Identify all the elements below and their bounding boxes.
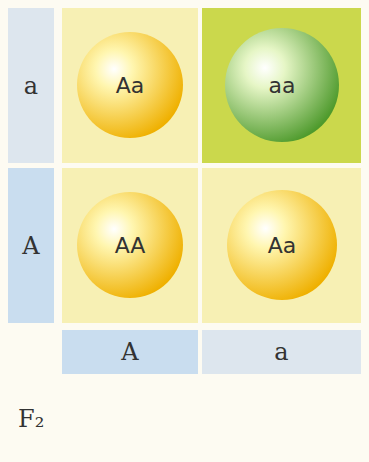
allele-header: a [202, 330, 361, 374]
sphere-fill [227, 190, 337, 300]
genotype-sphere: Aa [76, 31, 184, 139]
allele-header: A [62, 330, 198, 374]
sphere-fill [77, 32, 183, 138]
genotype-sphere: AA [76, 191, 184, 299]
genotype-text: aa [269, 73, 296, 98]
allele-text: A [121, 338, 138, 366]
sphere-fill [225, 28, 339, 142]
cell-ground [202, 168, 361, 323]
allele-text: a [274, 338, 288, 366]
allele-header: a [8, 8, 54, 163]
sphere-fill [77, 192, 183, 298]
genotype-text: AA [115, 233, 146, 258]
genotype-text: Aa [116, 73, 145, 98]
generation-label: F₂ [18, 405, 44, 433]
cell-ground [62, 8, 198, 163]
genotype-sphere: aa [224, 27, 340, 143]
allele-header: A [8, 168, 54, 323]
allele-text: a [24, 72, 38, 100]
genotype-text: Aa [268, 233, 297, 258]
cell-ground [202, 8, 361, 163]
allele-text: A [22, 232, 39, 260]
cell-ground [62, 168, 198, 323]
genotype-sphere: Aa [226, 189, 338, 301]
